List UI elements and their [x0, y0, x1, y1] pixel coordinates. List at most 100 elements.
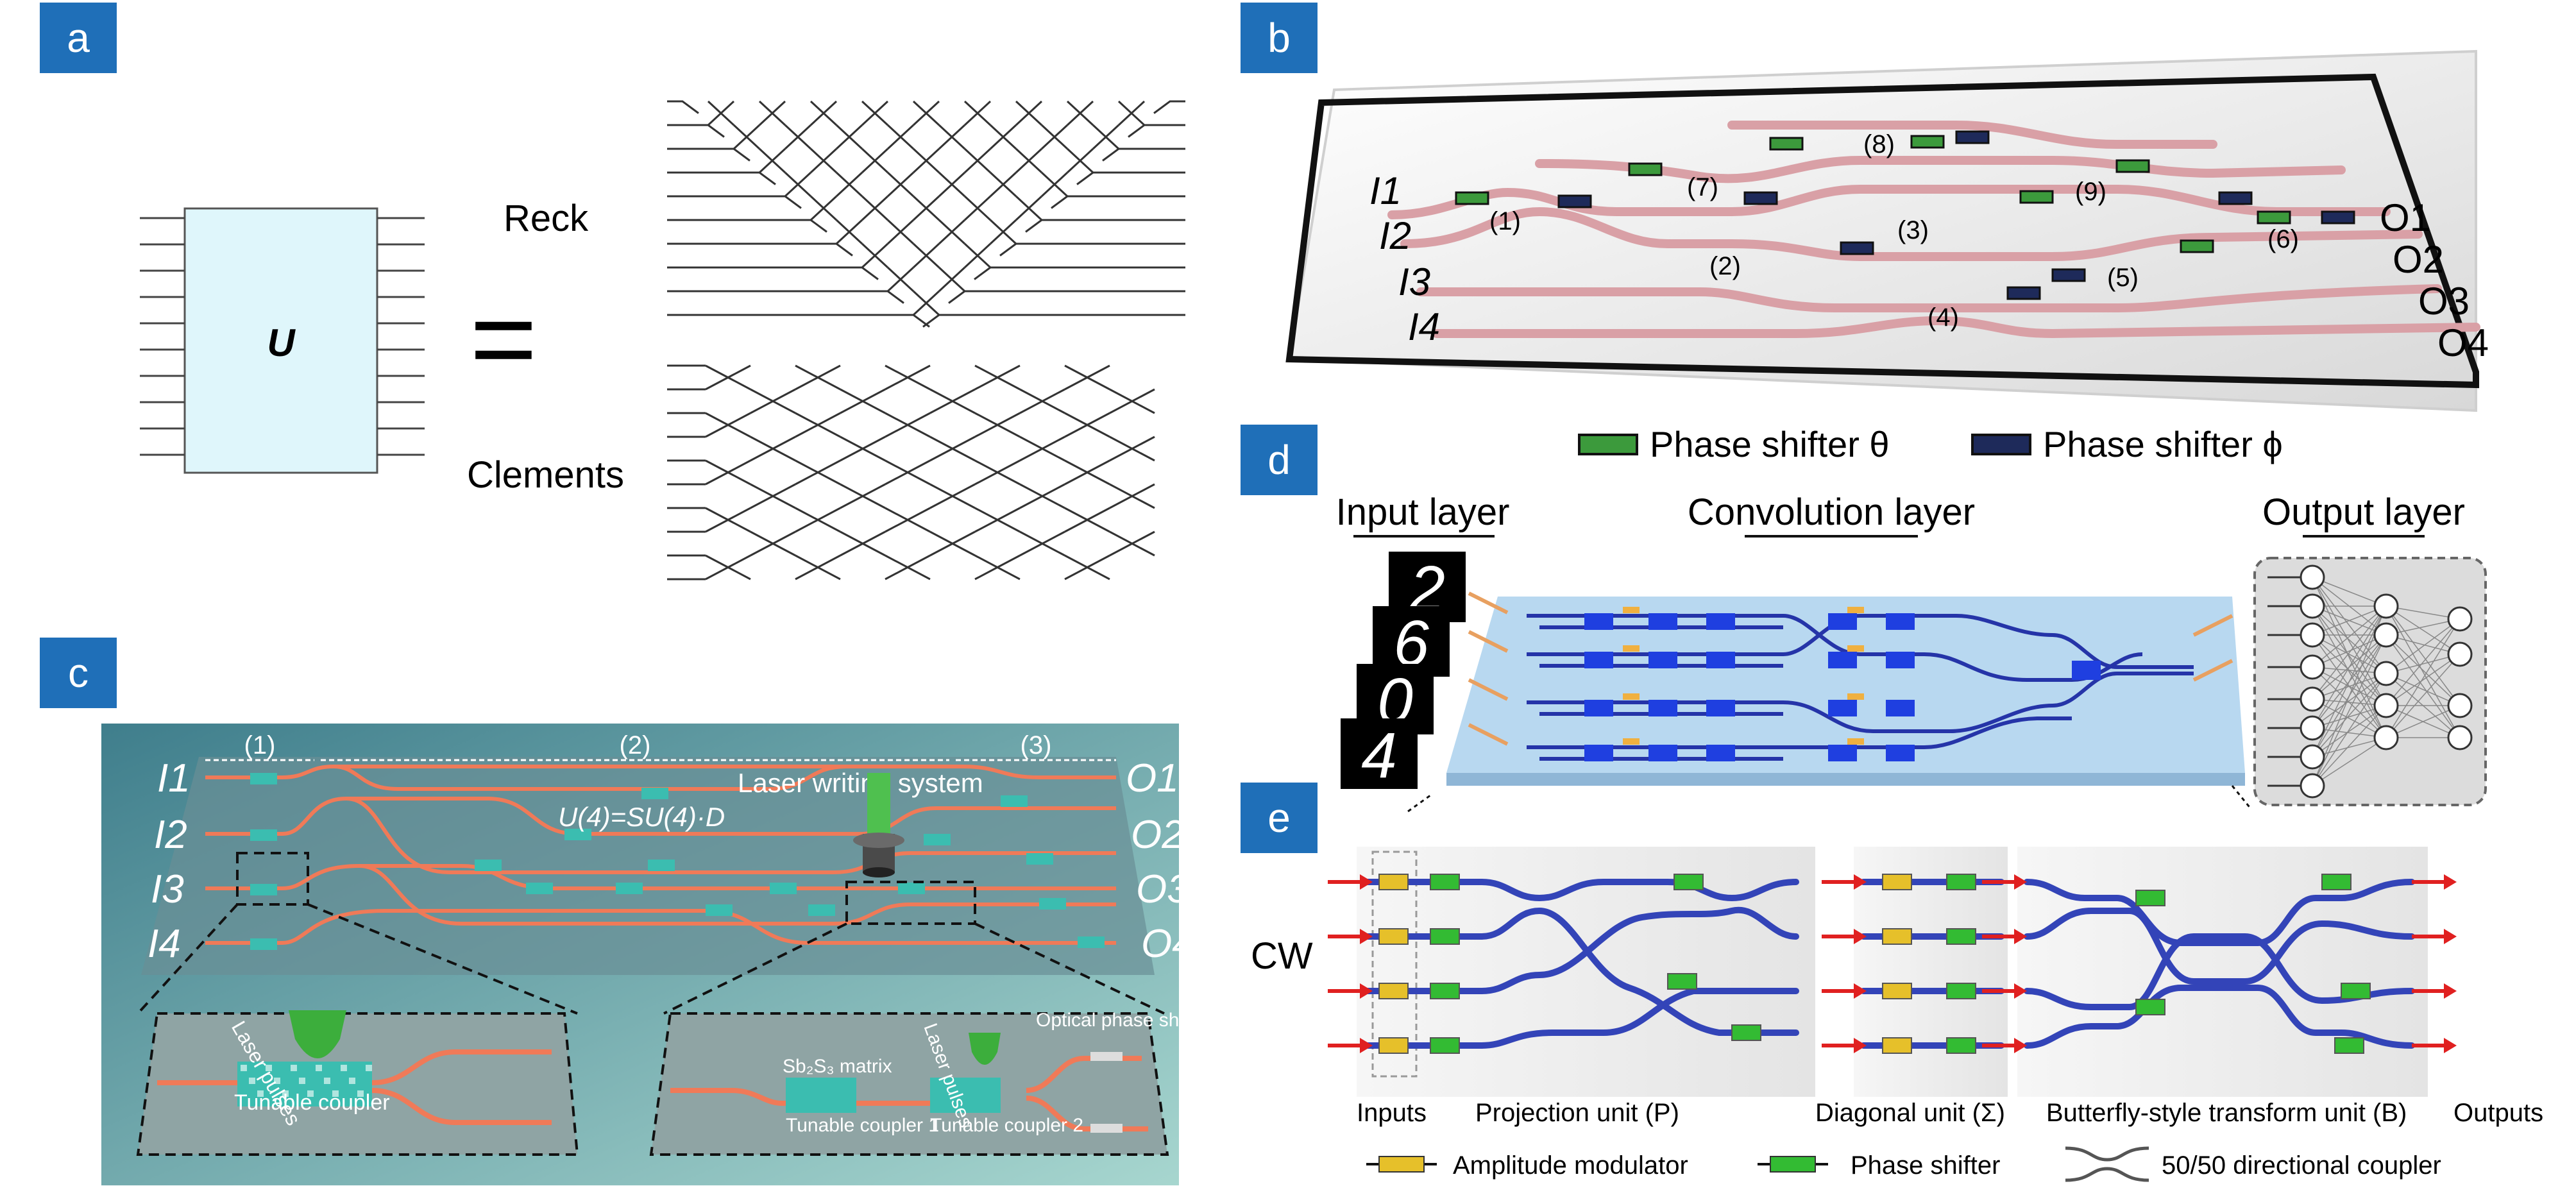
theta-phase-shifter: [1910, 135, 1945, 149]
reck-coupler: [989, 219, 1017, 245]
nn-edge: [2312, 606, 2387, 674]
output-port-label: O2: [1131, 813, 1184, 857]
reck-coupler: [1015, 100, 1043, 126]
sb2s3-pixel: [249, 1078, 255, 1084]
signal-arrowhead: [2014, 929, 2027, 944]
nn-edge: [2312, 577, 2387, 674]
phase-shifter: [1430, 1037, 1460, 1054]
section-label: (1): [244, 731, 276, 759]
phase-shifter: [1946, 983, 1976, 999]
theta-phase-shifter: [2019, 190, 2054, 204]
tunable-coupler-block: [250, 884, 277, 895]
panel-e-tag: e: [1241, 783, 1318, 853]
reck-coupler: [938, 171, 966, 198]
reck-coupler: [835, 171, 863, 198]
reck-waveguide: [667, 290, 1185, 304]
mzi-block: [1648, 613, 1677, 630]
mzi-label: (7): [1687, 173, 1718, 201]
theta-phase-shifter: [1455, 191, 1489, 205]
nn-edge: [2385, 618, 2461, 706]
sb2s3-pixel: [282, 1090, 289, 1097]
panel-c-tag: c: [40, 638, 117, 708]
reck-waveguide: [667, 100, 1185, 114]
sb2s3-pixel: [357, 1090, 364, 1097]
matrix-u-block: U: [140, 207, 425, 474]
sb2s3-pixel: [307, 1090, 314, 1097]
tunable-coupler-block: [641, 788, 668, 799]
phase-heater: [1847, 693, 1864, 700]
phase-shifter-swatch: [1770, 1156, 1816, 1173]
output-port-label: O1: [2380, 196, 2431, 239]
nn-neuron: [2300, 773, 2325, 799]
clements-coupler: [1064, 507, 1110, 533]
projection-waveguide: [1479, 906, 1799, 994]
clements-coupler: [974, 459, 1021, 486]
panel-a: U = Reck Clements: [140, 100, 1185, 580]
chip-d-waveguide: [1783, 700, 2053, 733]
mzi-label: (2): [1709, 252, 1741, 280]
chip-b-waveguide: [1400, 207, 2423, 261]
amplitude-modulator: [1882, 928, 1912, 945]
phase-shifter: [1430, 928, 1460, 945]
reck-coupler: [886, 124, 915, 150]
tunable-coupler-block: [648, 860, 675, 871]
sb2s3-pixel: [316, 1065, 322, 1071]
reck-coupler: [1015, 195, 1043, 221]
chip-c-waveguide: [333, 765, 847, 791]
amplitude-modulator: [1378, 1037, 1409, 1054]
mnist-digit: 4: [1361, 720, 1397, 792]
nn-edge: [2312, 737, 2387, 786]
tunable-coupler-block: [898, 883, 925, 894]
projection-waveguide: [1479, 988, 1799, 1049]
chip-c-waveguide: [359, 864, 1116, 926]
sb2s3-pixel: [332, 1090, 339, 1097]
amplitude-modulator: [1378, 928, 1409, 945]
nn-edge: [2312, 634, 2387, 786]
nn-neuron: [2300, 744, 2325, 770]
nn-edge: [2385, 705, 2461, 738]
sb2s3-pixel: [274, 1078, 280, 1084]
legend-phi-label: Phase shifter ϕ: [2043, 424, 2283, 464]
clements-coupler: [1019, 483, 1065, 509]
nn-edge: [2385, 618, 2461, 674]
input-arrow: [1468, 630, 1509, 653]
panel-e: CW Inputs Projection unit (P) Diagonal u…: [1251, 847, 2543, 1182]
laser-pulse-cone-2: [969, 1033, 1001, 1065]
clements-coupler: [1019, 388, 1065, 414]
panel-d-tag: d: [1241, 425, 1318, 495]
phase-shifter: [1731, 1024, 1761, 1041]
mzi-block: [1828, 652, 1857, 668]
panel-e-legend: Amplitude modulator Phase shifter 50/50 …: [1366, 1146, 2441, 1182]
phase-heater: [1623, 645, 1640, 652]
chip-b-edge: [1285, 73, 2479, 389]
sb2s3-pixel: [291, 1065, 297, 1071]
clements-coupler: [1109, 530, 1155, 557]
clements-coupler: [974, 412, 1021, 438]
reck-label: Reck: [504, 198, 589, 239]
reck-coupler: [963, 242, 992, 269]
tunable-coupler-block: [808, 904, 835, 916]
clements-coupler: [885, 554, 931, 580]
nn-edge: [2312, 705, 2387, 729]
nn-edge: [2312, 577, 2387, 607]
nn-edge: [2312, 577, 2387, 706]
nn-edge: [2312, 705, 2387, 786]
reck-coupler: [963, 148, 992, 174]
nn-neuron: [2447, 693, 2473, 718]
reck-coupler: [912, 148, 940, 174]
nn-edge: [2385, 654, 2461, 674]
input-arrow: [1468, 678, 1509, 701]
sb2s3-pixel: [257, 1090, 264, 1097]
panel-d: Input layer Convolution layer Output lay…: [1336, 491, 2487, 813]
laser-pulse-cone: [289, 1010, 346, 1058]
output-port-label: O2: [2393, 238, 2444, 281]
clements-coupler: [750, 388, 796, 414]
nn-neuron: [2300, 564, 2325, 590]
panel-a-tag: a: [40, 3, 117, 73]
mzi-block: [1706, 652, 1735, 668]
nn-neuron: [2300, 686, 2325, 712]
laser-system-label: Laser writing system: [738, 768, 983, 798]
clements-coupler: [750, 530, 796, 557]
nn-edge: [2312, 606, 2387, 636]
nn-neuron: [2447, 606, 2473, 632]
